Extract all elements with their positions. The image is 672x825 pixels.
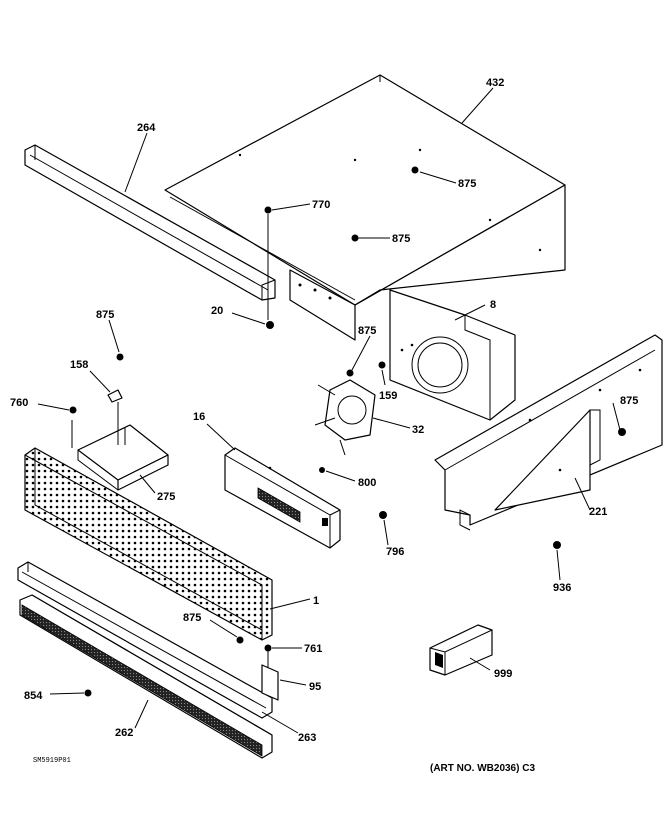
vent-grille-part xyxy=(19,594,273,759)
callout-760: 760 xyxy=(10,397,28,409)
clip-part xyxy=(107,389,123,445)
callout-8: 8 xyxy=(490,299,496,311)
bracket-part xyxy=(71,420,169,491)
callout-16: 16 xyxy=(193,411,205,423)
drawing-code: SM5919P01 xyxy=(33,757,71,765)
callout-275: 275 xyxy=(157,491,175,503)
callout-263: 263 xyxy=(298,732,316,744)
callout-158: 158 xyxy=(70,359,88,371)
control-panel-part xyxy=(24,447,273,641)
callout-262: 262 xyxy=(115,727,133,739)
side-panel-part xyxy=(434,334,663,531)
callout-854: 854 xyxy=(24,690,43,702)
art-number: (ART NO. WB2036) C3 xyxy=(430,763,535,774)
callout-936: 936 xyxy=(553,582,571,594)
callout-432: 432 xyxy=(486,77,504,89)
callout-1: 1 xyxy=(313,595,319,607)
callout-796: 796 xyxy=(386,546,404,558)
callout-875-b: 875 xyxy=(392,233,410,245)
lower-trim-part xyxy=(17,561,273,719)
callout-999: 999 xyxy=(494,668,512,680)
callout-800: 800 xyxy=(358,477,376,489)
blower-housing-part xyxy=(389,289,516,421)
callout-labels: 432 264 875 770 875 20 8 875 159 875 158… xyxy=(10,77,638,744)
callout-264: 264 xyxy=(137,122,156,134)
top-cover-part xyxy=(164,74,566,306)
callout-761: 761 xyxy=(304,643,322,655)
control-module-part xyxy=(224,447,341,549)
small-bracket-part xyxy=(261,650,279,701)
callout-95: 95 xyxy=(309,681,321,693)
callout-875-f: 875 xyxy=(183,612,201,624)
callout-770: 770 xyxy=(312,199,330,211)
rear-panel-part xyxy=(289,269,356,341)
callout-875-d: 875 xyxy=(96,309,114,321)
callout-875-e: 875 xyxy=(620,395,638,407)
leader-lines xyxy=(37,87,621,734)
callout-875-a: 875 xyxy=(458,178,476,190)
top-rail-part xyxy=(24,144,276,301)
callout-20: 20 xyxy=(211,305,223,317)
callout-875-c: 875 xyxy=(358,325,376,337)
callout-32: 32 xyxy=(412,424,424,436)
callout-159: 159 xyxy=(379,390,397,402)
package-part xyxy=(429,624,493,676)
blower-motor-part xyxy=(314,379,376,456)
callout-221: 221 xyxy=(589,506,607,518)
